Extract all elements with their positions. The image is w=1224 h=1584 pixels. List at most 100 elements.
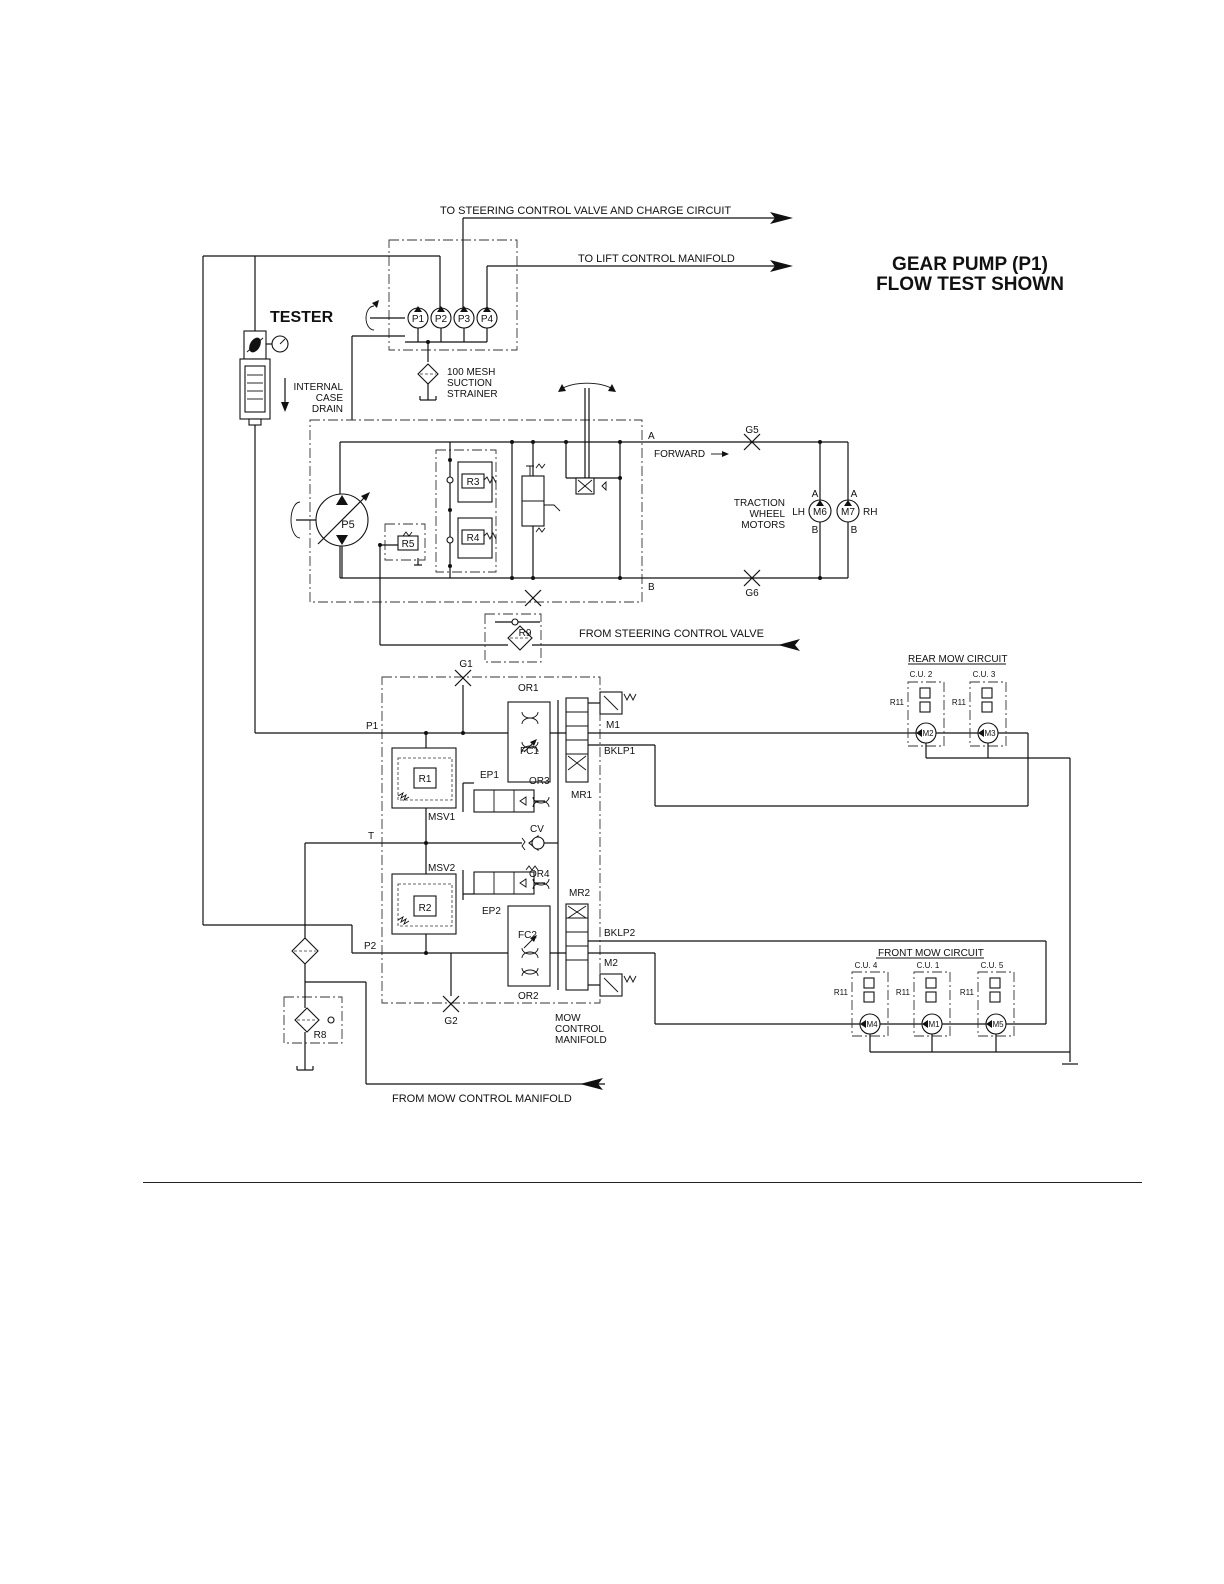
- mr2-label: MR2: [569, 888, 591, 899]
- cu4-label: C.U. 4: [855, 961, 878, 970]
- port-p2-label: P2: [364, 941, 377, 952]
- flow-arrow-to-lift: TO LIFT CONTROL MANIFOLD: [486, 253, 793, 310]
- front-r11-label-1: R11: [834, 988, 849, 997]
- traction-motors-label-2: WHEEL: [749, 509, 785, 520]
- solenoid-m2: M2: [588, 958, 637, 997]
- motor-rh-label: RH: [863, 507, 877, 518]
- motor-lh-label: LH: [792, 507, 805, 518]
- motor-rh-port-a: A: [851, 489, 858, 500]
- motor-lh-port-a: A: [812, 489, 819, 500]
- relief-r5-label: R5: [402, 539, 415, 550]
- mow-valve-msv1: R1 MSV1: [391, 747, 457, 823]
- motor-relief-mr2: MR2: [565, 888, 591, 991]
- gauge-g6-label: G6: [745, 588, 759, 599]
- pump-p3-label: P3: [458, 314, 471, 325]
- relief-r2-label: R2: [419, 903, 432, 914]
- orifice-flow-control-2: OR2 FC2: [507, 905, 551, 1002]
- rear-mow-circuit: REAR MOW CIRCUIT C.U. 2 M2 R11 C.U. 3 M3…: [890, 654, 1078, 1065]
- or3-label: OR3: [529, 776, 550, 787]
- fc2-label: FC2: [518, 930, 537, 941]
- or4-label: OR4: [529, 869, 550, 880]
- traction-motors-label-1: TRACTION: [734, 498, 785, 509]
- strainer-label-1: 100 MESH: [447, 367, 495, 378]
- front-mow-title: FRONT MOW CIRCUIT: [878, 948, 984, 959]
- pump-p5-label: P5: [341, 519, 354, 531]
- motor-m1-label: M1: [928, 1020, 940, 1029]
- orifice-flow-control-1: OR1 FC1: [507, 683, 551, 783]
- bklp1-label: BKLP1: [604, 746, 636, 757]
- motor-m2-label: M2: [922, 729, 934, 738]
- footer-divider: [143, 1182, 1142, 1183]
- motor-m5-label: M5: [992, 1020, 1004, 1029]
- front-r11-label-3: R11: [960, 988, 975, 997]
- return-filter: FROM MOW CONTROL MANIFOLD: [291, 937, 605, 1105]
- cutting-unit-cu4: C.U. 4 M4 R11: [834, 961, 889, 1052]
- suction-strainer-icon: 100 MESH SUCTION STRAINER: [417, 363, 498, 401]
- port-a-label: A: [648, 431, 655, 442]
- cutting-unit-cu2: C.U. 2 M2 R11: [890, 670, 945, 758]
- mow-control-manifold: MOW CONTROL MANIFOLD P1 P2 T G1 G2: [255, 659, 1047, 1046]
- strainer-label-3: STRAINER: [447, 389, 498, 400]
- forward-label: FORWARD: [654, 449, 705, 460]
- mow-valve-msv2: R2 MSV2: [391, 863, 457, 935]
- rear-r11-label-2: R11: [952, 698, 967, 707]
- flushing-valve: [558, 382, 622, 580]
- fc1-label: FC1: [520, 746, 539, 757]
- rear-r11-label-1: R11: [890, 698, 905, 707]
- gauge-g1-label: G1: [459, 659, 473, 670]
- cu3-label: C.U. 3: [973, 670, 996, 679]
- ep1-label: EP1: [480, 770, 499, 781]
- oil-filter-r8: R8: [283, 982, 343, 1071]
- check-valve-cv: CV: [521, 824, 558, 852]
- motor-rh-port-b: B: [851, 525, 858, 536]
- motor-m6-label: M6: [813, 507, 827, 518]
- pump-p1-icon: P1: [407, 306, 429, 329]
- relief-r1-label: R1: [419, 774, 432, 785]
- strainer-label-2: SUCTION: [447, 378, 492, 389]
- motor-relief-mr1: MR1: [565, 697, 593, 801]
- to-lift-label: TO LIFT CONTROL MANIFOLD: [578, 253, 735, 265]
- solenoid-m1: M1: [588, 691, 637, 731]
- diagram-title: GEAR PUMP (P1) FLOW TEST SHOWN: [876, 254, 1064, 295]
- traction-motor-rh: M7 A B RH: [836, 489, 877, 536]
- front-mow-circuit: FRONT MOW CIRCUIT C.U. 4 M4 R11 C.U. 1 M…: [834, 948, 1070, 1053]
- flow-meter-icon: [246, 337, 264, 353]
- gauge-g2-label: G2: [444, 1016, 458, 1027]
- traction-motor-lh: M6 A B LH: [792, 489, 832, 536]
- to-steering-label: TO STEERING CONTROL VALVE AND CHARGE CIR…: [440, 205, 731, 217]
- front-r11-label-2: R11: [896, 988, 911, 997]
- pump-p3-icon: P3: [453, 306, 475, 329]
- from-mow-label: FROM MOW CONTROL MANIFOLD: [392, 1093, 572, 1105]
- case-drain-label-3: DRAIN: [312, 404, 343, 415]
- filter-r8-label: R8: [314, 1030, 327, 1041]
- gear-pump-group: P1 P2 P3 P4: [202, 239, 518, 953]
- pump-p2-label: P2: [435, 314, 448, 325]
- traction-circuit: A B G5 G6 FORWARD P5: [290, 382, 877, 645]
- cu1-label: C.U. 1: [917, 961, 940, 970]
- bklp2-label: BKLP2: [604, 928, 636, 939]
- msv1-label: MSV1: [428, 812, 456, 823]
- filter-r9-label: R9: [519, 628, 532, 639]
- motor-m7-label: M7: [841, 507, 855, 518]
- mow-manifold-label-1: MOW: [555, 1013, 581, 1024]
- pump-p4-icon: P4: [476, 306, 498, 329]
- port-m1-label: M1: [606, 720, 620, 731]
- pressure-gauge-icon: [271, 335, 289, 353]
- solenoid-ep1: EP1 OR3: [462, 770, 550, 813]
- flow-tester: TESTER INTERNAL CASE DRAIN: [239, 256, 343, 733]
- from-steering-label: FROM STEERING CONTROL VALVE: [579, 628, 764, 640]
- cutting-unit-cu1: C.U. 1 M1 R11: [896, 961, 951, 1052]
- rear-mow-title: REAR MOW CIRCUIT: [908, 654, 1007, 665]
- or2-label: OR2: [518, 991, 539, 1002]
- port-p1-label: P1: [366, 721, 379, 732]
- relief-r3-label: R3: [467, 477, 480, 488]
- title-line-1: GEAR PUMP (P1): [892, 254, 1048, 275]
- motor-lh-port-b: B: [812, 525, 819, 536]
- mow-manifold-label-3: MANIFOLD: [555, 1035, 607, 1046]
- traction-motors-label-3: MOTORS: [741, 520, 785, 531]
- gauge-port-g1-icon: G1: [454, 659, 473, 687]
- cutting-unit-cu5: C.U. 5 M5 R11: [960, 961, 1015, 1052]
- relief-block-r3-r4: R3 R4: [435, 442, 497, 578]
- mr1-label: MR1: [571, 790, 593, 801]
